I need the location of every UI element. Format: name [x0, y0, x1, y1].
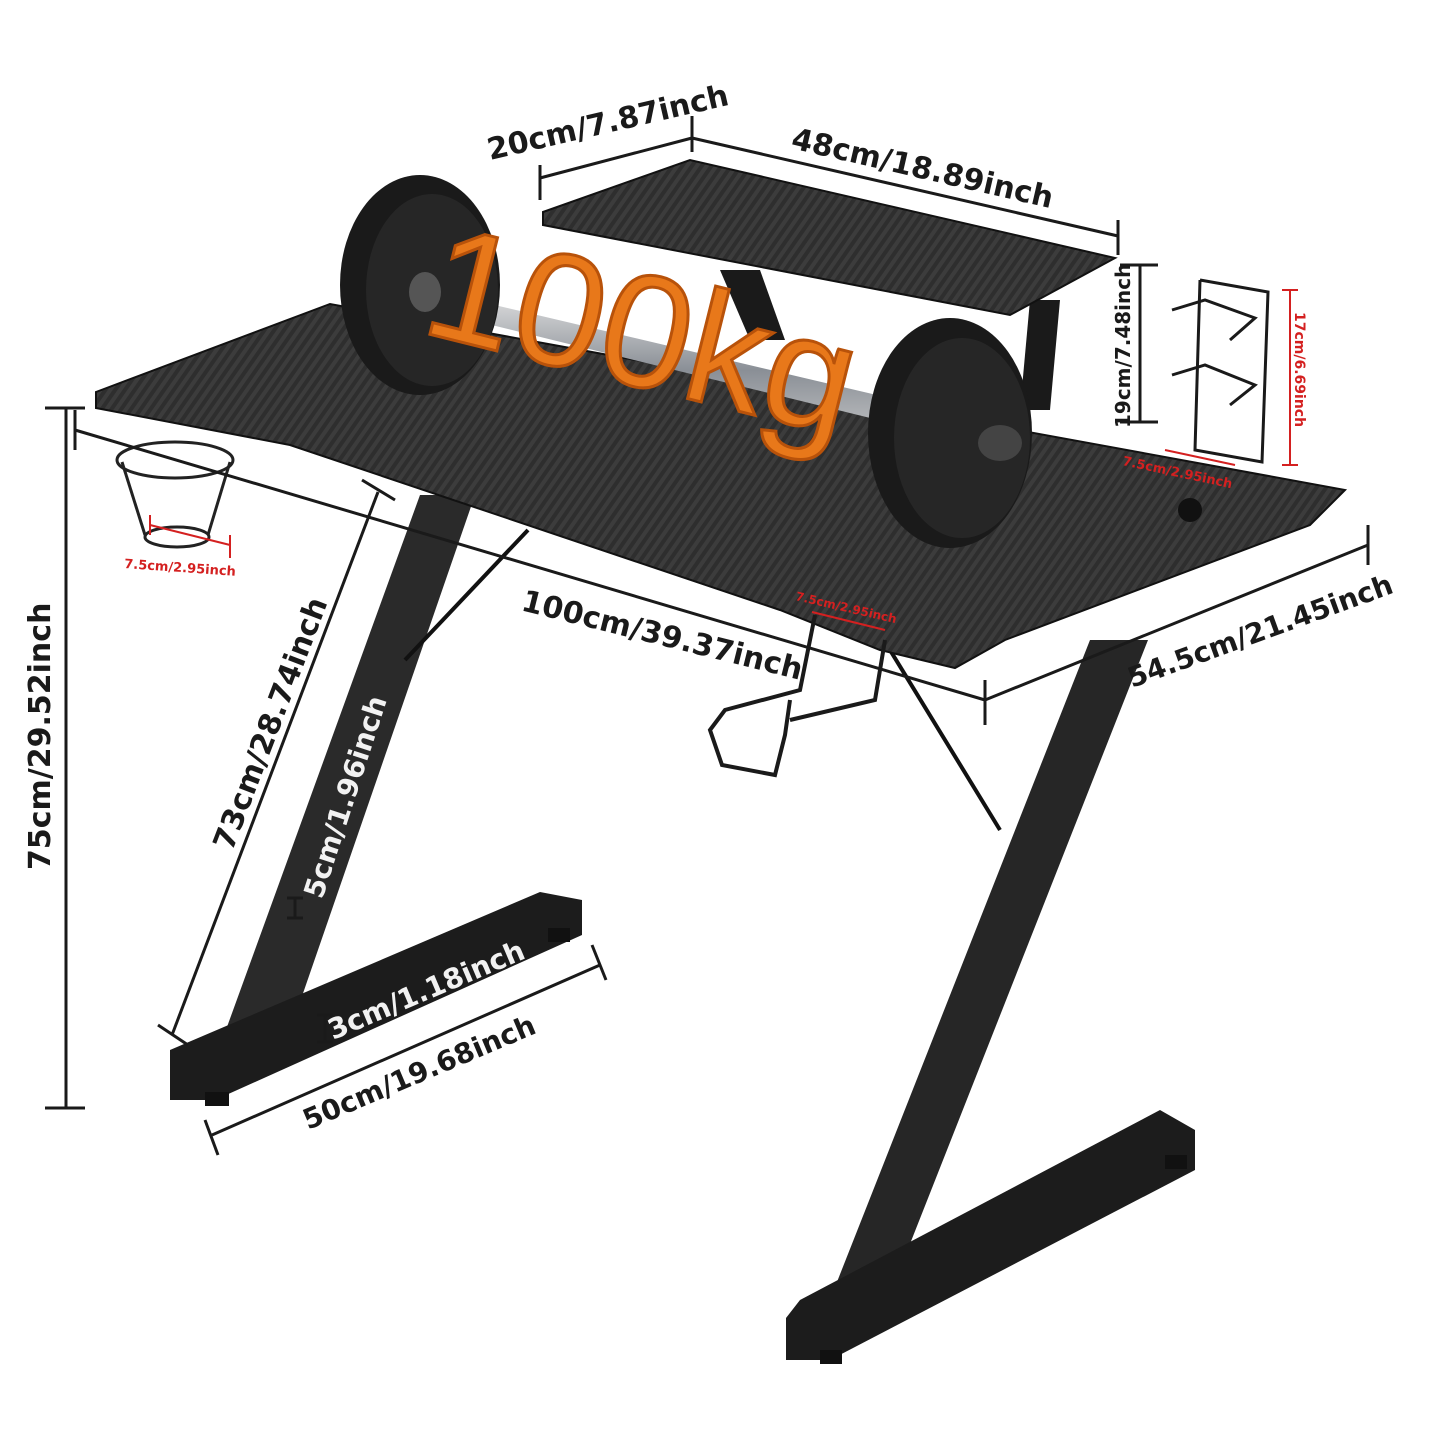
- left-z-leg: [170, 495, 582, 1106]
- barbell: [340, 175, 1032, 548]
- headphone-hook: [707, 614, 887, 778]
- desk-depth-label: 54.5cm/21.45inch: [1123, 568, 1397, 695]
- cup-holder-width-label: 7.5cm/2.95inch: [124, 557, 237, 580]
- side-hanger: [1171, 278, 1270, 464]
- red-dimension-lines: [811, 289, 1298, 631]
- shelf-height-label: 19cm/7.48inch: [1111, 264, 1135, 428]
- total-height-label: 75cm/29.52inch: [23, 603, 58, 870]
- cup-holder-dimension: [149, 515, 231, 558]
- monitor-shelf: [542, 158, 1118, 410]
- cup-holder: [115, 440, 235, 549]
- hanger-height-label: 17cm/6.69inch: [1291, 312, 1307, 427]
- right-z-leg: [786, 640, 1195, 1364]
- dimension-lines: [45, 116, 1370, 1156]
- shelf-depth-label: 20cm/7.87inch: [484, 78, 732, 168]
